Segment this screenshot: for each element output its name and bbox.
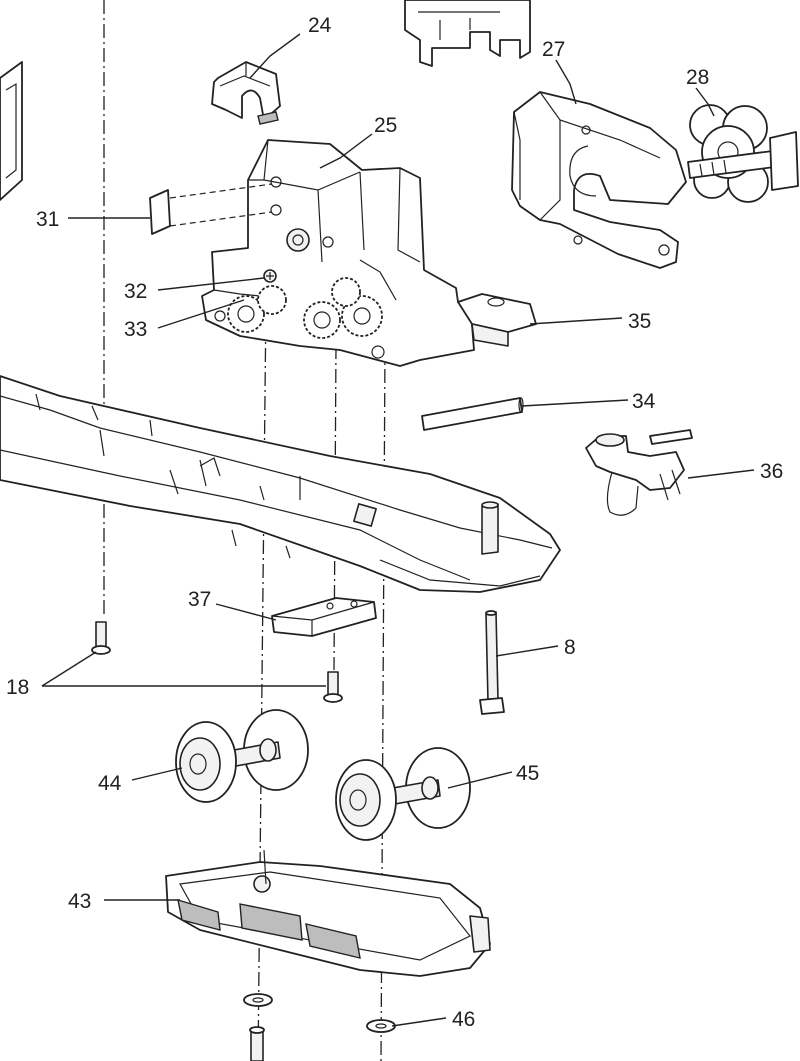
part-18-screws bbox=[91, 621, 343, 703]
part-37-block bbox=[271, 597, 377, 637]
callout-37: 37 bbox=[188, 588, 211, 611]
part-25-gearbox bbox=[201, 139, 475, 367]
part-27-motor-housing bbox=[511, 91, 687, 269]
callout-25: 25 bbox=[374, 114, 397, 137]
callout-27: 27 bbox=[542, 38, 565, 61]
part-36-switch-unit bbox=[585, 429, 693, 516]
callout-24: 24 bbox=[308, 14, 332, 37]
callout-36: 36 bbox=[760, 460, 783, 483]
leader-lines bbox=[41, 33, 755, 1027]
part-33-gears bbox=[227, 277, 383, 339]
callout-43: 43 bbox=[68, 890, 91, 913]
part-43-bogie-frame bbox=[165, 849, 491, 977]
callout-44: 44 bbox=[98, 772, 122, 795]
callout-46: 46 bbox=[452, 1008, 475, 1031]
part-44-wheelset bbox=[175, 709, 309, 803]
part-31-cover-plate bbox=[149, 183, 273, 235]
part-46-washers bbox=[243, 993, 396, 1061]
callout-35: 35 bbox=[628, 310, 651, 333]
callout-labels: 24 25 27 28 31 32 33 35 34 36 37 8 18 44… bbox=[6, 14, 783, 1031]
callout-31: 31 bbox=[36, 208, 59, 231]
callout-8: 8 bbox=[564, 636, 576, 659]
part-24-clip bbox=[211, 61, 281, 125]
part-45-wheelset bbox=[335, 747, 471, 841]
main-chassis-frame bbox=[0, 375, 561, 593]
callout-34: 34 bbox=[632, 390, 656, 413]
part-34-rod bbox=[421, 397, 524, 431]
top-connector-fragment bbox=[404, 0, 531, 67]
part-35-bracket bbox=[457, 293, 537, 347]
part-28-flywheel-worm bbox=[687, 104, 799, 203]
callout-18: 18 bbox=[6, 676, 29, 699]
left-body-fragment bbox=[0, 61, 23, 201]
callout-45: 45 bbox=[516, 762, 539, 785]
callout-33: 33 bbox=[124, 318, 147, 341]
callout-32: 32 bbox=[124, 280, 147, 303]
callout-28: 28 bbox=[686, 66, 709, 89]
part-8-pin bbox=[479, 610, 505, 715]
